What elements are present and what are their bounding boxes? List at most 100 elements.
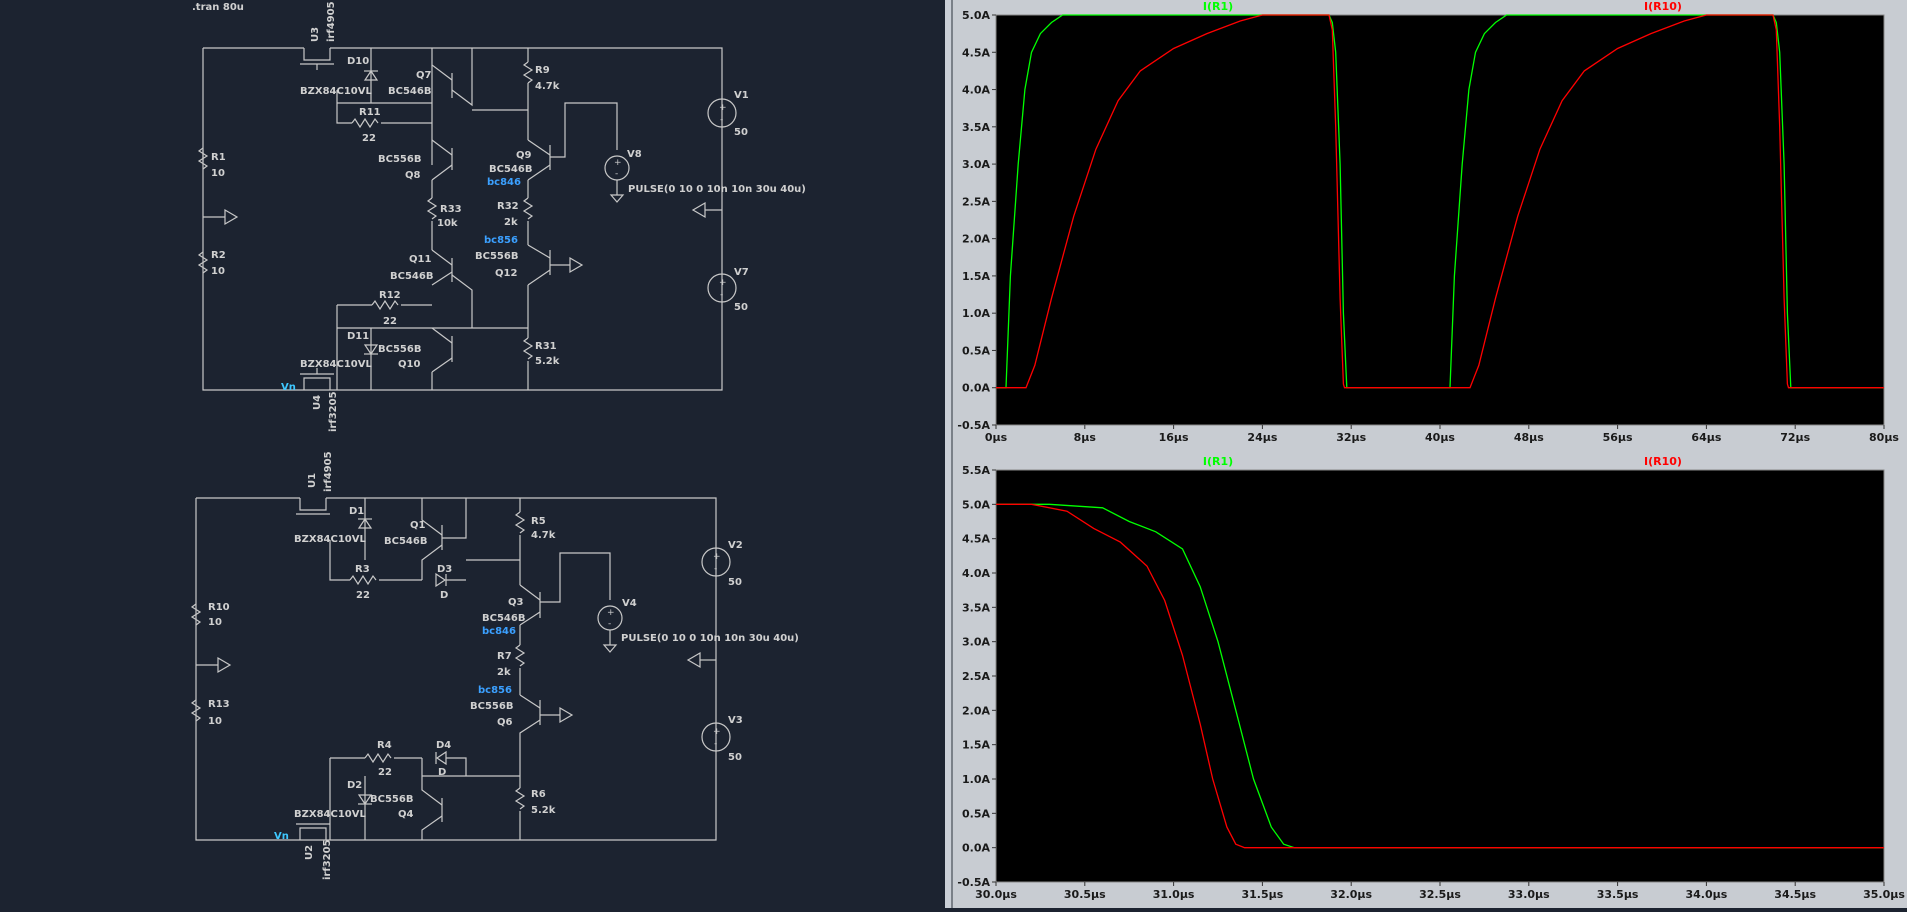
label-D2-model: BC556B [370, 794, 413, 805]
label-R7-val: 2k [497, 667, 511, 678]
svg-text:-: - [720, 290, 723, 300]
label-R13-val: 10 [208, 716, 222, 727]
y-tick-label: 4.0A [962, 84, 990, 97]
tran-directive[interactable]: .tran 80u [192, 2, 244, 13]
x-tick-label: 16µs [1159, 431, 1189, 444]
label-V7: V7 [734, 267, 749, 278]
label-Q12: Q12 [495, 268, 517, 279]
x-tick-label: 48µs [1514, 431, 1544, 444]
y-tick-label: 5.5A [962, 464, 990, 477]
circuit-1-wires [197, 47, 737, 391]
label-R33: R33 [440, 204, 462, 215]
net-label-vn-1[interactable]: Vn [281, 382, 296, 393]
label-D2: D2 [347, 780, 362, 791]
label-D10: D10 [347, 56, 369, 67]
y-tick-label: -0.5A [957, 419, 990, 432]
legend-top-series-1[interactable]: I(R10) [1644, 0, 1682, 13]
label-R4: R4 [377, 740, 392, 751]
label-R2: R2 [211, 250, 226, 261]
legend-bottom-series-0[interactable]: I(R1) [1203, 455, 1233, 468]
plot-top-area[interactable] [995, 14, 1885, 426]
y-tick-label: 4.5A [962, 533, 990, 546]
y-tick-label: 3.5A [962, 121, 990, 134]
label-U2: U2 [304, 845, 315, 860]
legend-bottom-series-1[interactable]: I(R10) [1644, 455, 1682, 468]
plot-pane-bottom[interactable]: I(R1) I(R10) -0.5A0.0A0.5A1.0A1.5A2.0A2.… [957, 455, 1905, 901]
x-tick-label: 35.0µs [1863, 888, 1905, 901]
x-tick-label: 32µs [1336, 431, 1366, 444]
label-Q6: Q6 [497, 717, 513, 728]
x-tick-label: 31.5µs [1242, 888, 1284, 901]
label-Q1: Q1 [410, 520, 426, 531]
label-V3: V3 [728, 715, 743, 726]
trace-ir10[interactable] [996, 503, 1884, 849]
label-Q7-model: BC546B [388, 86, 431, 97]
label-D1-model: BZX84C10VL [294, 534, 366, 545]
label-V8-val: PULSE(0 10 0 10n 10n 30u 40u) [628, 184, 806, 195]
net-label-vn-2[interactable]: Vn [274, 831, 289, 842]
x-tick-label: 34.0µs [1686, 888, 1728, 901]
label-Q12-model: BC556B [475, 251, 518, 262]
label-R13: R13 [208, 699, 230, 710]
x-tick-label: 34.5µs [1774, 888, 1816, 901]
label-Q6-model: BC556B [470, 701, 513, 712]
y-tick-label: 5.0A [962, 498, 990, 511]
pane-splitter[interactable] [945, 0, 951, 908]
label-D11-model: BZX84C10VL [300, 359, 372, 370]
svg-text:-: - [714, 739, 717, 749]
x-tick-label: 56µs [1603, 431, 1633, 444]
x-tick-label: 30.0µs [975, 888, 1017, 901]
trace-ir10[interactable] [996, 14, 1884, 389]
legend-top-series-0[interactable]: I(R1) [1203, 0, 1233, 13]
label-V1: V1 [734, 90, 749, 101]
label-Q10: Q10 [398, 359, 420, 370]
svg-text:-: - [714, 564, 717, 574]
schematic-editor[interactable]: +- +- +- +- +- +- .tran 80u U3 irf4905 D… [0, 0, 945, 908]
label-V2-val: 50 [728, 577, 742, 588]
svg-text:+: + [614, 158, 622, 168]
label-Q11-model: BC546B [390, 271, 433, 282]
y-tick-label: 0.5A [962, 344, 990, 357]
plot-pane-top[interactable]: I(R1) I(R10) -0.5A0.0A0.5A1.0A1.5A2.0A2.… [957, 0, 1899, 444]
svg-text:-: - [608, 619, 611, 629]
label-V4-val: PULSE(0 10 0 10n 10n 30u 40u) [621, 633, 799, 644]
label-R9-val: 4.7k [535, 81, 560, 92]
y-tick-label: -0.5A [957, 876, 990, 889]
svg-text:-: - [615, 169, 618, 179]
x-tick-label: 8µs [1074, 431, 1097, 444]
schematic-canvas[interactable]: +- +- +- +- +- +- .tran 80u U3 irf4905 D… [0, 0, 945, 908]
label-D3: D3 [437, 564, 452, 575]
y-tick-label: 1.0A [962, 307, 990, 320]
y-tick-label: 5.0A [962, 9, 990, 22]
plot-top-y-axis: -0.5A0.0A0.5A1.0A1.5A2.0A2.5A3.0A3.5A4.0… [957, 9, 996, 432]
label-R31-val: 5.2k [535, 356, 560, 367]
waveform-canvas[interactable]: I(R1) I(R10) -0.5A0.0A0.5A1.0A1.5A2.0A2.… [953, 0, 1907, 908]
y-tick-label: 1.5A [962, 739, 990, 752]
plot-bottom-area[interactable] [995, 469, 1885, 883]
label-R33-val: 10k [437, 218, 458, 229]
label-R6-val: 5.2k [531, 805, 556, 816]
label-R1: R1 [211, 152, 226, 163]
label-Q10-model: BC556B [378, 344, 421, 355]
label-R1-val: 10 [211, 168, 225, 179]
circuit-2-labels: U1 irf4905 D1 BZX84C10VL Q1 BC546B R5 4.… [208, 451, 799, 880]
label-Q8: Q8 [405, 170, 421, 181]
x-tick-label: 0µs [985, 431, 1008, 444]
label-U3: U3 [310, 27, 321, 42]
label-Q9-alt: bc846 [487, 177, 521, 188]
label-R3-val: 22 [356, 590, 370, 601]
svg-text:+: + [719, 103, 727, 113]
label-Q7: Q7 [416, 70, 432, 81]
x-tick-label: 33.5µs [1597, 888, 1639, 901]
svg-text:+: + [719, 278, 727, 288]
label-U4-model: irf3205 [328, 391, 339, 432]
label-D2-zener-model: BZX84C10VL [294, 809, 366, 820]
x-tick-label: 31.0µs [1153, 888, 1195, 901]
y-tick-label: 3.0A [962, 158, 990, 171]
y-tick-label: 0.5A [962, 807, 990, 820]
label-R7: R7 [497, 651, 512, 662]
label-Q4: Q4 [398, 809, 414, 820]
